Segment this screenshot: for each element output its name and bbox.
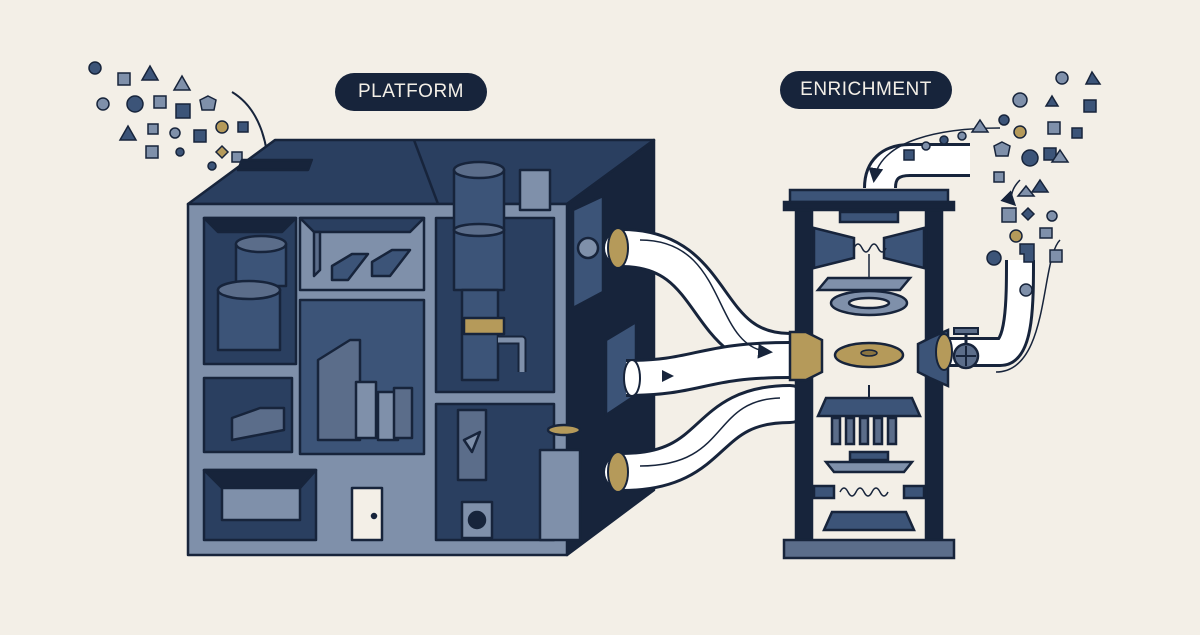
platform-side-panels — [571, 194, 638, 417]
flow-arrow-upper — [639, 239, 773, 359]
left-particle-stream — [88, 61, 249, 171]
flow-arrow-lower — [639, 397, 781, 467]
platform-cell-machinery — [434, 160, 556, 394]
right-particle-stream — [903, 70, 1102, 297]
platform-cell-middle-center — [298, 298, 426, 456]
platform-cube — [186, 138, 656, 557]
right-outflow-curve — [1000, 179, 1021, 207]
platform-cell-bottom-left — [202, 468, 318, 542]
platform-cell-bottom-door — [350, 486, 384, 542]
valve-outlet — [935, 259, 1035, 371]
platform-cell-bottom-right — [434, 402, 582, 542]
reactor-top-feed — [863, 143, 970, 190]
platform-cell-middle-left — [202, 376, 294, 454]
enrichment-label: ENRICHMENT — [780, 71, 952, 109]
flow-arrow-middle — [662, 370, 674, 382]
platform-cell-top-left — [202, 216, 298, 366]
platform-cell-top-middle — [298, 216, 426, 292]
platform-label: PLATFORM — [335, 73, 487, 111]
enrichment-reactor — [782, 188, 956, 560]
